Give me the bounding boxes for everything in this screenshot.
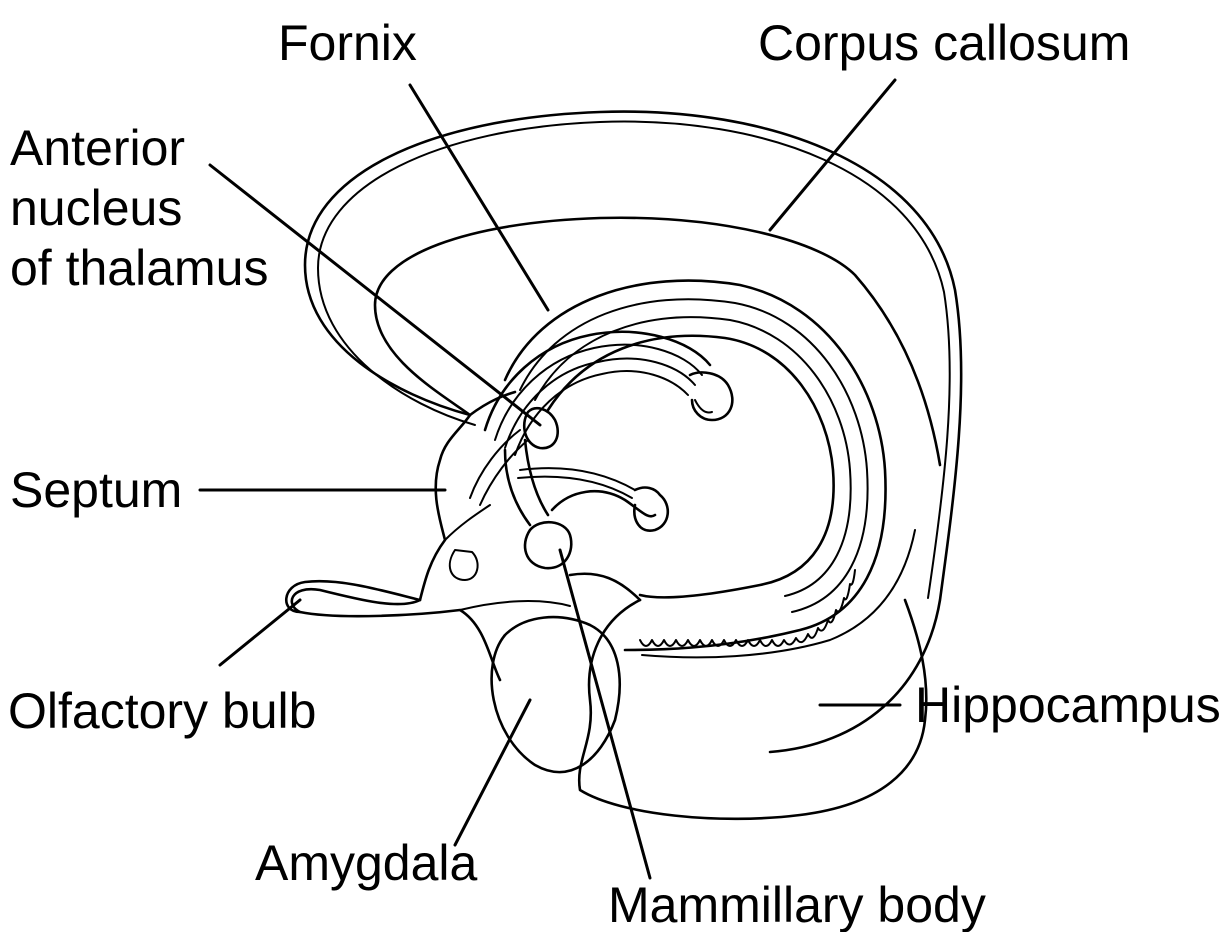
corpus-callosum-outer <box>305 112 961 752</box>
hippocampus-body <box>579 600 926 819</box>
label-septum: Septum <box>10 462 182 518</box>
labels: Fornix Corpus callosum Anterior nucleus … <box>8 15 1221 932</box>
label-fornix: Fornix <box>278 15 417 71</box>
brain-drawing <box>286 112 961 819</box>
label-amygdala: Amygdala <box>255 835 478 891</box>
label-nucleus: nucleus <box>10 180 182 236</box>
label-corpus-callosum: Corpus callosum <box>758 15 1130 71</box>
label-of-thalamus: of thalamus <box>10 240 268 296</box>
leader-lines <box>200 80 900 878</box>
label-anterior: Anterior <box>10 120 185 176</box>
olfactory-bulb-leader <box>220 600 300 665</box>
mammillary-body-leader <box>560 550 650 878</box>
anterior-nucleus-shape <box>524 408 558 448</box>
amygdala-leader <box>455 700 530 845</box>
label-hippocampus: Hippocampus <box>915 677 1221 733</box>
label-olfactory-bulb: Olfactory bulb <box>8 683 316 739</box>
septum-shape <box>292 415 500 680</box>
label-mammillary-body: Mammillary body <box>608 877 986 932</box>
corpus-callosum-leader <box>770 80 895 230</box>
